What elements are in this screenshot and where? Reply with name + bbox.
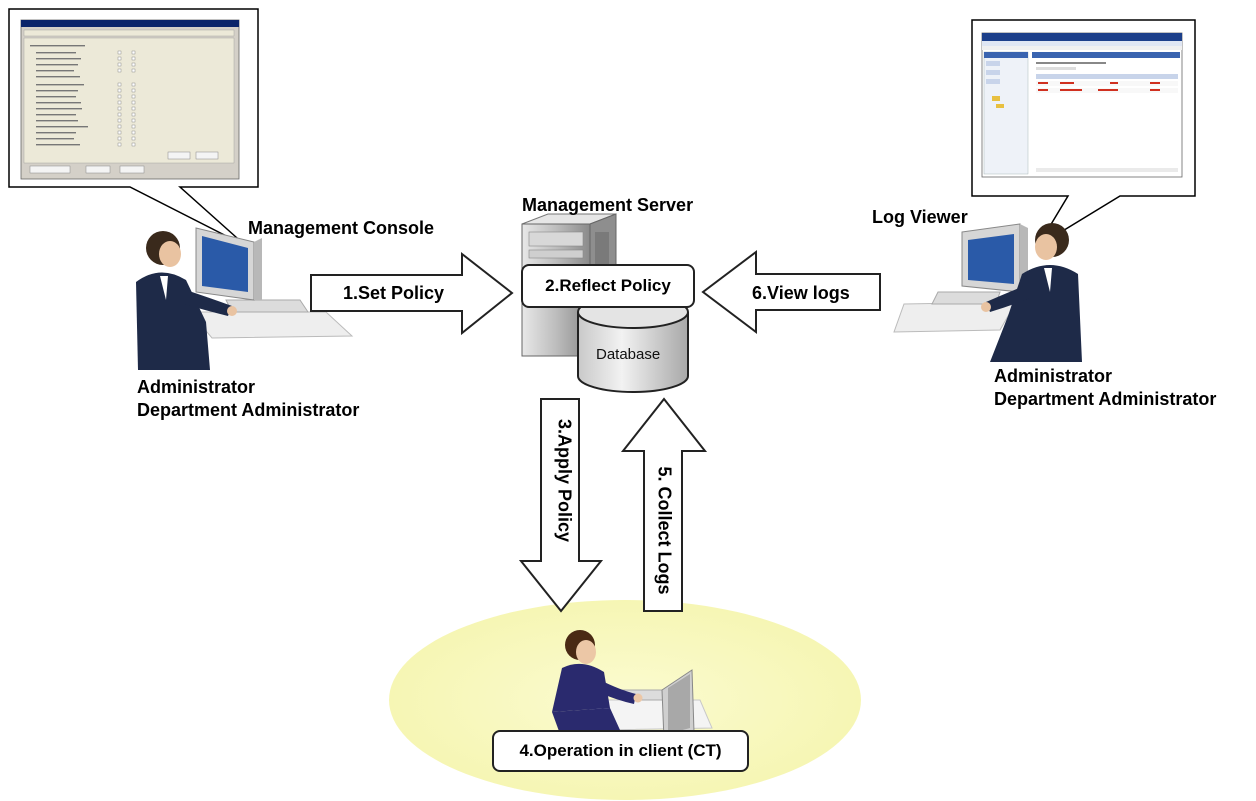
management-server-label: Management Server: [522, 195, 694, 215]
step-operation-client-box: 4.Operation in client (CT): [492, 730, 749, 772]
arrow-set-policy: [310, 251, 514, 336]
console-screenshot: [20, 19, 240, 180]
right-admin-label-line2: Department Administrator: [994, 389, 1217, 409]
log-viewer-label: Log Viewer: [872, 207, 968, 227]
arrow-collect-logs: [620, 397, 708, 612]
right-admin-label-line1: Administrator: [994, 366, 1113, 386]
step-view-logs-label: 6.View logs: [752, 283, 850, 303]
database-cylinder: [577, 295, 689, 393]
database-label: Database: [596, 346, 661, 363]
viewer-screenshot: [981, 32, 1183, 178]
right-administrator-figure: [893, 223, 1082, 362]
left-admin-label-line1: Administrator: [137, 377, 256, 397]
step-set-policy-label: 1.Set Policy: [343, 283, 445, 303]
step-apply-policy-label: 3.Apply Policy: [554, 418, 575, 543]
client-operator-figure: [552, 630, 713, 741]
step-collect-logs-label: 5. Collect Logs: [654, 466, 675, 595]
arrow-apply-policy: [518, 398, 604, 613]
left-admin-label-line2: Department Administrator: [137, 400, 360, 420]
management-console-label: Management Console: [248, 218, 435, 238]
arrow-view-logs: [701, 249, 881, 335]
step-reflect-policy-label: 2.Reflect Policy: [545, 276, 671, 295]
left-administrator-figure: [136, 227, 354, 370]
step-reflect-policy-box: 2.Reflect Policy: [521, 264, 695, 308]
step-operation-client-label: 4.Operation in client (CT): [519, 741, 722, 760]
